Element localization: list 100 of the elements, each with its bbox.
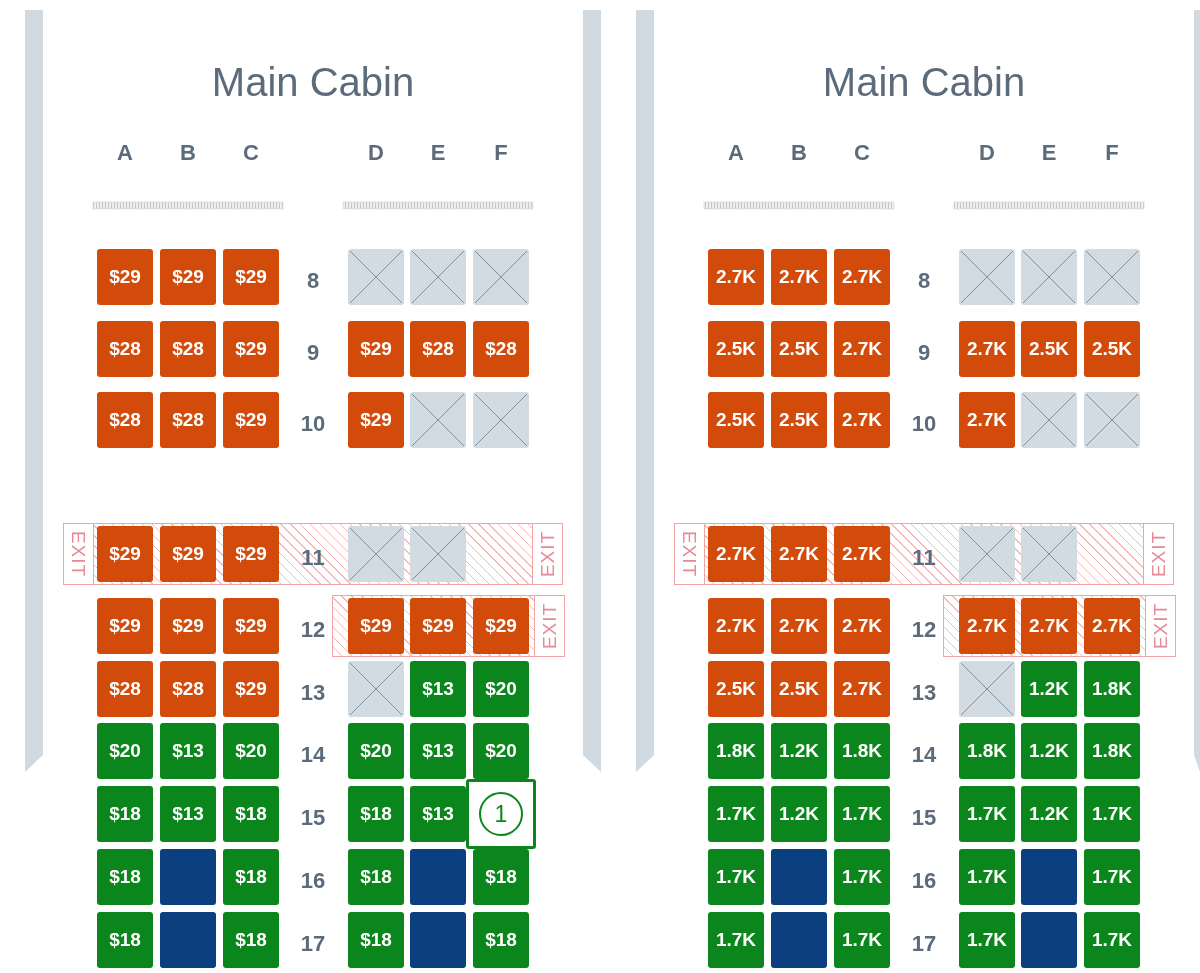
column-letter: A [728, 140, 744, 166]
available-seat: 1.8K [1084, 723, 1140, 779]
available-seat: 2.5K [771, 661, 827, 717]
available-seat: 1.7K [834, 912, 890, 968]
exit-row-band [943, 595, 1176, 657]
row-number: 8 [917, 268, 931, 294]
unavailable-seat [410, 392, 466, 448]
available-seat: $29 [348, 321, 404, 377]
reserved-seat [410, 849, 466, 905]
available-seat: $20 [97, 723, 153, 779]
available-seat: $20 [473, 723, 529, 779]
unavailable-seat [959, 249, 1015, 305]
available-seat: $29 [160, 598, 216, 654]
row-number: 11 [912, 545, 936, 571]
column-letter: A [117, 140, 133, 166]
unavailable-seat [1084, 392, 1140, 448]
available-seat: 1.7K [1084, 849, 1140, 905]
row-number: 14 [300, 742, 326, 768]
column-letter: E [1041, 140, 1057, 166]
row-number: 11 [301, 545, 325, 571]
row-number: 10 [300, 411, 326, 437]
available-seat: 2.5K [708, 392, 764, 448]
available-seat: 1.8K [959, 723, 1015, 779]
row-number: 15 [300, 805, 326, 831]
available-seat: $18 [97, 786, 153, 842]
available-seat: $13 [160, 786, 216, 842]
exit-row-band [332, 595, 565, 657]
available-seat: 1.8K [1084, 661, 1140, 717]
unavailable-seat [1084, 249, 1140, 305]
column-letter: C [243, 140, 259, 166]
available-seat: 1.7K [708, 849, 764, 905]
exit-label: EXIT [537, 530, 559, 578]
reserved-seat [771, 912, 827, 968]
available-seat: 1.2K [1021, 661, 1077, 717]
cabin-heading: Main Cabin [211, 60, 415, 105]
available-seat: $29 [223, 526, 279, 582]
exit-label: EXIT [539, 602, 561, 650]
unavailable-seat [348, 661, 404, 717]
row-number: 13 [911, 680, 937, 706]
row-number: 16 [911, 868, 937, 894]
row-number: 14 [911, 742, 937, 768]
available-seat: $29 [160, 249, 216, 305]
column-letter: F [1105, 140, 1119, 166]
available-seat: $29 [223, 249, 279, 305]
available-seat: $18 [348, 849, 404, 905]
available-seat: $29 [97, 249, 153, 305]
available-seat: $28 [97, 321, 153, 377]
row-number: 17 [911, 931, 937, 957]
available-seat: 1.7K [834, 786, 890, 842]
available-seat: 2.7K [708, 249, 764, 305]
available-seat: $29 [223, 661, 279, 717]
exit-label: EXIT [67, 530, 89, 578]
available-seat: $28 [160, 661, 216, 717]
column-letter: E [430, 140, 446, 166]
available-seat: 1.2K [1021, 723, 1077, 779]
column-letter: D [979, 140, 995, 166]
unavailable-seat [473, 392, 529, 448]
available-seat: 2.5K [1021, 321, 1077, 377]
available-seat: $20 [473, 661, 529, 717]
exit-label: EXIT [1148, 530, 1170, 578]
available-seat: $18 [97, 849, 153, 905]
exit-label: EXIT [678, 530, 700, 578]
reserved-seat [160, 912, 216, 968]
available-seat: $18 [223, 849, 279, 905]
available-seat: $18 [348, 912, 404, 968]
available-seat: 2.7K [1021, 598, 1077, 654]
column-letter: C [854, 140, 870, 166]
available-seat: 1.2K [771, 786, 827, 842]
row-number: 15 [911, 805, 937, 831]
unavailable-seat [1021, 392, 1077, 448]
available-seat: 1.2K [771, 723, 827, 779]
available-seat: 2.5K [771, 392, 827, 448]
available-seat: $29 [97, 526, 153, 582]
available-seat: 1.7K [1084, 786, 1140, 842]
available-seat: 2.7K [834, 598, 890, 654]
unavailable-seat [473, 249, 529, 305]
reserved-seat [1021, 849, 1077, 905]
available-seat: $28 [97, 661, 153, 717]
available-seat: $29 [160, 526, 216, 582]
available-seat: 1.7K [959, 849, 1015, 905]
unavailable-seat [1021, 249, 1077, 305]
reserved-seat [160, 849, 216, 905]
available-seat: $29 [473, 598, 529, 654]
available-seat: 2.7K [959, 321, 1015, 377]
column-letter: D [368, 140, 384, 166]
unavailable-seat [410, 249, 466, 305]
available-seat: $18 [223, 786, 279, 842]
row-number: 9 [917, 340, 931, 366]
available-seat: $29 [97, 598, 153, 654]
available-seat: 2.7K [834, 249, 890, 305]
available-seat: 1.7K [834, 849, 890, 905]
row-number: 8 [306, 268, 320, 294]
available-seat: 2.7K [771, 526, 827, 582]
available-seat: 2.7K [959, 392, 1015, 448]
unavailable-seat [959, 661, 1015, 717]
column-letter: B [180, 140, 196, 166]
column-letter: B [791, 140, 807, 166]
available-seat: $18 [97, 912, 153, 968]
available-seat: $28 [160, 321, 216, 377]
available-seat: 2.5K [708, 321, 764, 377]
